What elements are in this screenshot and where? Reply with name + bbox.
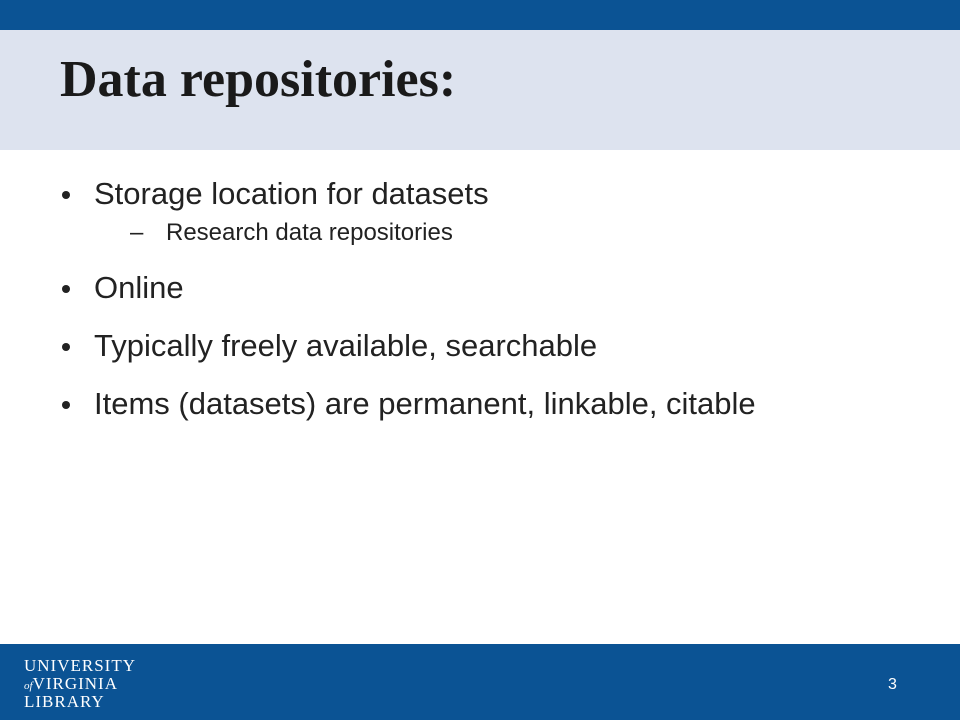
dash-icon: –: [130, 219, 144, 246]
bullet-item: Storage location for datasets – Research…: [60, 176, 880, 248]
slide-number: 3: [888, 676, 897, 693]
bullet-dot-icon: [62, 401, 70, 409]
logo-of: of: [24, 680, 33, 692]
bullet-dot-icon: [62, 285, 70, 293]
logo-virginia: VIRGINIA: [32, 674, 118, 693]
logo-line-virginia: ofVIRGINIA: [24, 674, 118, 694]
bullet-list: Storage location for datasets – Research…: [60, 176, 880, 444]
bullet-text: Typically freely available, searchable: [94, 328, 598, 363]
bullet-text: Storage location for datasets: [94, 176, 489, 211]
sub-bullet-list: – Research data repositories: [130, 218, 880, 248]
bullet-item: Typically freely available, searchable: [60, 328, 880, 364]
bullet-text: Online: [94, 270, 184, 305]
university-library-logo: UNIVERSITY ofVIRGINIA LIBRARY: [24, 656, 136, 712]
slide-title: Data repositories:: [60, 51, 457, 108]
sub-bullet-item: – Research data repositories: [130, 218, 880, 248]
logo-line-university: UNIVERSITY: [24, 656, 136, 675]
bullet-item: Online: [60, 270, 880, 306]
bullet-dot-icon: [62, 343, 70, 351]
footer-bar: [0, 644, 960, 720]
bullet-dot-icon: [62, 191, 70, 199]
title-band: [0, 30, 960, 150]
top-accent-bar: [0, 0, 960, 30]
sub-bullet-text: Research data repositories: [166, 219, 453, 246]
bullet-item: Items (datasets) are permanent, linkable…: [60, 386, 880, 422]
logo-line-library: LIBRARY: [24, 692, 105, 711]
bullet-text: Items (datasets) are permanent, linkable…: [94, 386, 756, 421]
